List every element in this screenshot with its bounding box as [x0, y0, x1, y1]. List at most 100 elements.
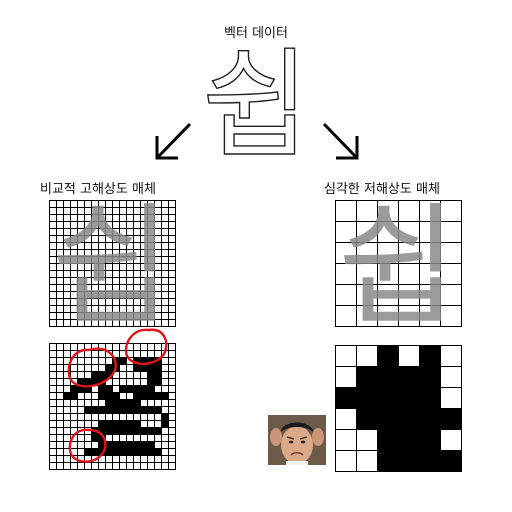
- pixel-off: [126, 343, 134, 351]
- pixel-off: [49, 242, 57, 250]
- pixel-off: [161, 270, 169, 278]
- pixel-off: [77, 256, 85, 264]
- pixel-off: [70, 200, 78, 208]
- pixel-off: [98, 256, 106, 264]
- pixel-off: [56, 284, 64, 292]
- grid-row: [49, 343, 176, 351]
- pixel-on: [398, 366, 420, 388]
- pixel-off: [77, 235, 85, 243]
- grid-row: [49, 441, 176, 449]
- pixel-off: [168, 378, 176, 386]
- pixel-off: [63, 427, 71, 435]
- pixel-on: [154, 378, 162, 386]
- pixel-off: [133, 270, 141, 278]
- pixel-off: [56, 413, 64, 421]
- pixel-off: [56, 441, 64, 449]
- pixel-off: [140, 298, 148, 306]
- pixel-off: [356, 345, 378, 367]
- grid-row: [335, 429, 462, 451]
- pixel-on: [112, 427, 120, 435]
- pixel-on: [91, 371, 99, 379]
- pixel-off: [119, 228, 127, 236]
- pixel-on: [119, 448, 127, 456]
- pixel-off: [119, 371, 127, 379]
- pixel-off: [91, 364, 99, 372]
- pixel-off: [112, 200, 120, 208]
- pixel-on: [126, 385, 134, 393]
- pixel-off: [440, 200, 462, 222]
- pixel-off: [147, 256, 155, 264]
- pixel-off: [168, 284, 176, 292]
- pixel-off: [105, 200, 113, 208]
- pixel-off: [335, 284, 357, 306]
- pixel-off: [112, 235, 120, 243]
- pixel-off: [91, 413, 99, 421]
- pixel-off: [56, 221, 64, 229]
- pixel-off: [91, 392, 99, 400]
- pixel-off: [140, 242, 148, 250]
- pixel-off: [70, 427, 78, 435]
- pixel-off: [161, 350, 169, 358]
- pixel-off: [133, 312, 141, 320]
- pixel-on: [133, 399, 141, 407]
- pixel-off: [398, 284, 420, 306]
- pixel-off: [140, 221, 148, 229]
- pixel-off: [56, 427, 64, 435]
- pixel-off: [112, 214, 120, 222]
- pixel-off: [140, 462, 148, 470]
- pixel-off: [147, 462, 155, 470]
- label-low-resolution-medium: 심각한 저해상도 매체: [324, 182, 440, 197]
- pixel-on: [84, 448, 92, 456]
- pixel-off: [356, 429, 378, 451]
- pixel-off: [91, 455, 99, 463]
- pixel-off: [56, 291, 64, 299]
- pixel-off: [154, 343, 162, 351]
- grid-row: [49, 263, 176, 271]
- pixel-off: [112, 256, 120, 264]
- pixel-off: [168, 448, 176, 456]
- pixel-off: [91, 343, 99, 351]
- pixel-off: [105, 214, 113, 222]
- pixel-off: [77, 312, 85, 320]
- pixel-off: [56, 228, 64, 236]
- pixel-off: [133, 378, 141, 386]
- pixel-on: [140, 448, 148, 456]
- pixel-off: [56, 378, 64, 386]
- pixel-off: [112, 284, 120, 292]
- pixel-on: [98, 385, 106, 393]
- pixel-off: [356, 221, 378, 243]
- pixel-on: [147, 371, 155, 379]
- pixel-off: [140, 319, 148, 327]
- pixel-off: [126, 291, 134, 299]
- pixel-off: [84, 256, 92, 264]
- pixel-off: [91, 256, 99, 264]
- pixel-off: [154, 399, 162, 407]
- pixel-off: [105, 242, 113, 250]
- pixel-off: [112, 371, 120, 379]
- pixel-off: [49, 249, 57, 257]
- pixel-off: [91, 221, 99, 229]
- pixel-off: [84, 350, 92, 358]
- pixel-off: [63, 385, 71, 393]
- pixel-off: [154, 455, 162, 463]
- pixel-on: [98, 448, 106, 456]
- pixel-off: [105, 413, 113, 421]
- pixel-off: [56, 462, 64, 470]
- pixel-off: [77, 242, 85, 250]
- pixel-off: [98, 284, 106, 292]
- pixel-off: [398, 221, 420, 243]
- pixel-off: [49, 221, 57, 229]
- pixel-off: [168, 228, 176, 236]
- grid-row: [49, 291, 176, 299]
- pixel-off: [119, 291, 127, 299]
- pixel-off: [70, 228, 78, 236]
- pixel-off: [112, 434, 120, 442]
- pixel-off: [133, 350, 141, 358]
- pixel-off: [49, 406, 57, 414]
- pixel-off: [112, 249, 120, 257]
- pixel-on: [112, 420, 120, 428]
- pixel-off: [49, 378, 57, 386]
- pixel-off: [440, 221, 462, 243]
- pixel-off: [49, 462, 57, 470]
- pixel-off: [70, 235, 78, 243]
